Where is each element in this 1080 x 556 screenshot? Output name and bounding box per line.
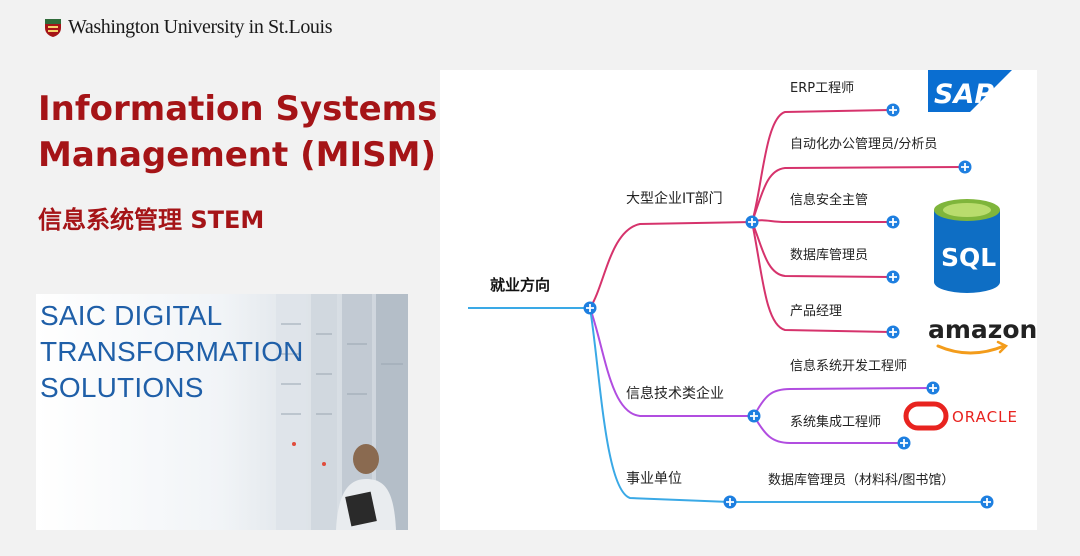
root-label: 就业方向 bbox=[490, 276, 550, 294]
branch1-connector bbox=[589, 221, 753, 309]
leaf3-connector bbox=[751, 219, 893, 223]
expand-node-branch2[interactable] bbox=[747, 409, 761, 423]
expand-node-leaf2[interactable] bbox=[958, 160, 972, 174]
expand-node-leaf6[interactable] bbox=[926, 381, 940, 395]
mindmap: 就业方向 大型企业IT部门 ERP工程师 自动化办公管理员/分析员 信息安全主管… bbox=[468, 70, 1037, 509]
expand-node-leaf8[interactable] bbox=[980, 495, 994, 509]
leaf5-connector bbox=[751, 221, 894, 333]
branch3-label: 事业单位 bbox=[626, 471, 682, 487]
leaf-erp-engineer: ERP工程师 bbox=[790, 81, 854, 96]
photo-illustration bbox=[36, 294, 408, 530]
leaf-is-dev-engineer: 信息系统开发工程师 bbox=[790, 358, 907, 374]
leaf-system-integration: 系统集成工程师 bbox=[790, 414, 881, 430]
page-subtitle: 信息系统管理 STEM bbox=[38, 206, 265, 234]
photo-caption-line-1: SAIC DIGITAL bbox=[40, 300, 223, 331]
university-shield-icon bbox=[45, 18, 61, 37]
leaf-office-automation: 自动化办公管理员/分析员 bbox=[790, 137, 937, 152]
university-header: Washington University in St.Louis bbox=[44, 16, 332, 39]
amazon-logo-text: amazon bbox=[928, 315, 1037, 344]
oracle-logo: ORACLE bbox=[903, 401, 1018, 431]
photo-caption: SAIC DIGITAL TRANSFORMATION SOLUTIONS bbox=[40, 298, 304, 406]
promo-photo: SAIC DIGITAL TRANSFORMATION SOLUTIONS bbox=[36, 294, 408, 530]
leaf-security-lead: 信息安全主管 bbox=[790, 192, 868, 208]
title-line-1: Information Systems bbox=[38, 89, 438, 129]
sap-logo: SAP bbox=[928, 70, 1012, 112]
university-name: Washington University in St.Louis bbox=[68, 16, 333, 38]
oracle-logo-text: ORACLE bbox=[952, 408, 1018, 426]
expand-node-branch1[interactable] bbox=[745, 215, 759, 229]
leaf2-connector bbox=[751, 166, 966, 223]
photo-caption-line-2: TRANSFORMATION bbox=[40, 336, 304, 367]
branch2-connector bbox=[589, 307, 754, 417]
leaf6-connector bbox=[753, 387, 934, 417]
branch1-label: 大型企业IT部门 bbox=[626, 190, 723, 207]
title-line-2: Management (MISM) bbox=[38, 135, 436, 175]
mindmap-panel: 就业方向 大型企业IT部门 ERP工程师 自动化办公管理员/分析员 信息安全主管… bbox=[440, 70, 1037, 530]
photo-caption-line-3: SOLUTIONS bbox=[40, 372, 204, 403]
page-title: Information Systems Management (MISM) bbox=[38, 86, 438, 178]
expand-node-branch3[interactable] bbox=[723, 495, 737, 509]
leaf-product-manager: 产品经理 bbox=[790, 304, 842, 319]
expand-node-leaf5[interactable] bbox=[886, 325, 900, 339]
sql-database-logo: SQL bbox=[934, 199, 1000, 293]
sql-logo-text: SQL bbox=[941, 243, 996, 272]
leaf1-connector bbox=[751, 109, 894, 223]
branch3-connector bbox=[589, 307, 731, 503]
leaf4-connector bbox=[751, 221, 894, 278]
amazon-logo: amazon bbox=[928, 315, 1037, 355]
expand-node-leaf7[interactable] bbox=[897, 436, 911, 450]
sap-logo-text: SAP bbox=[934, 79, 994, 110]
expand-node-leaf4[interactable] bbox=[886, 270, 900, 284]
expand-node-root[interactable] bbox=[583, 301, 597, 315]
expand-node-leaf1[interactable] bbox=[886, 103, 900, 117]
expand-node-leaf3[interactable] bbox=[886, 215, 900, 229]
leaf-dba-library: 数据库管理员（材料科/图书馆） bbox=[768, 472, 954, 488]
branch2-label: 信息技术类企业 bbox=[626, 385, 724, 402]
leaf-dba: 数据库管理员 bbox=[790, 247, 868, 263]
